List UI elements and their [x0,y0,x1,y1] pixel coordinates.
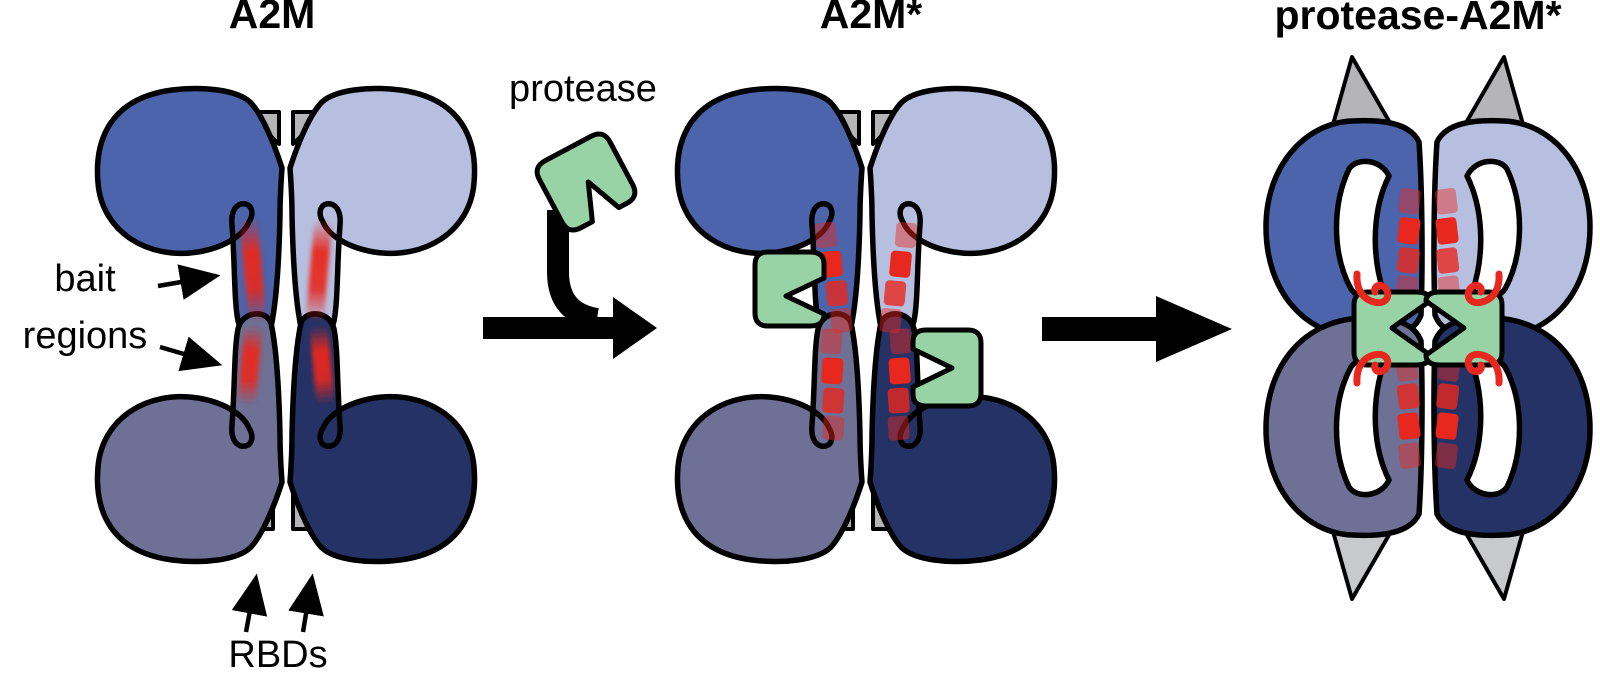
reaction-arrow-icon-1 [483,297,657,359]
rbds-label: RBDs [228,634,328,676]
panel-title-activated: A2M* [819,0,923,37]
protease-icon [534,131,638,233]
protease-a2m-complex-molecule [1266,55,1590,601]
bait-regions-label: bait regions [0,251,170,365]
bait-regions-label-line1: bait [54,258,116,300]
reaction-arrow-icon-2 [1042,296,1232,362]
cleaved-bait-dashes [814,220,918,441]
a2m-native-molecule [97,89,474,633]
protease-icon-bound-left [752,249,827,329]
protease-icon-bound-right [910,327,984,409]
pointer-arrow-icons [157,264,324,633]
bait-regions-label-line2: regions [22,315,148,357]
panel-title-complex: protease-A2M* [1274,0,1562,38]
trapped-protease-icon [1351,289,1505,368]
bait-region-streaks [238,218,334,405]
a2m-activated-molecule [677,89,1054,562]
protease-addition-step [483,131,657,359]
panel-title-native: A2M [228,0,316,37]
cleaved-bait-curl-icons [1353,270,1503,387]
protease-label: protease [509,68,657,110]
